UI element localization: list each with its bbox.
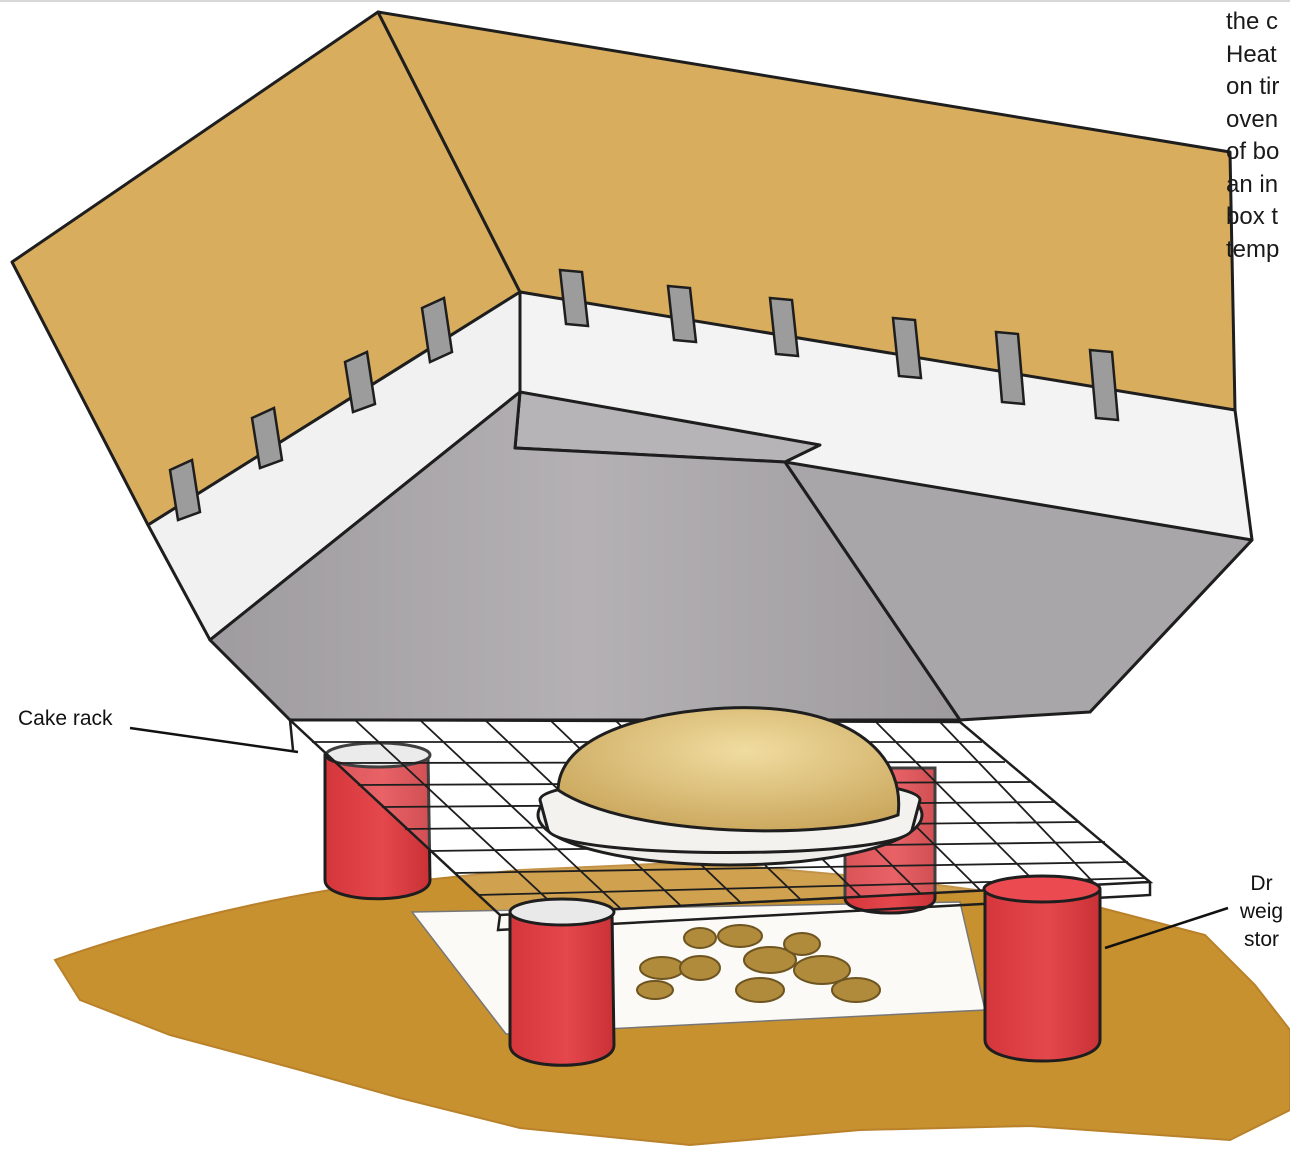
can-front-right bbox=[984, 876, 1100, 1061]
leader-cake-rack bbox=[130, 728, 298, 752]
cans-label: Dr weig stor bbox=[1233, 870, 1290, 954]
para-line: Heat bbox=[1226, 39, 1290, 72]
para-line: on tir bbox=[1226, 71, 1290, 104]
para-line: box t bbox=[1226, 201, 1290, 234]
description-paragraph: the c Heat on tir oven of bo an in box t… bbox=[1226, 6, 1290, 266]
cans-label-line: Dr bbox=[1233, 870, 1290, 898]
para-line: an in bbox=[1226, 169, 1290, 202]
can-front-left bbox=[510, 899, 614, 1065]
cans-label-line: stor bbox=[1233, 926, 1290, 954]
para-line: temp bbox=[1226, 234, 1290, 267]
cans-label-line: weig bbox=[1233, 898, 1290, 926]
para-line: the c bbox=[1226, 6, 1290, 39]
reflector-lid bbox=[12, 12, 1252, 720]
para-line: oven bbox=[1226, 104, 1290, 137]
para-line: of bo bbox=[1226, 136, 1290, 169]
cake-rack-label: Cake rack bbox=[18, 707, 113, 731]
